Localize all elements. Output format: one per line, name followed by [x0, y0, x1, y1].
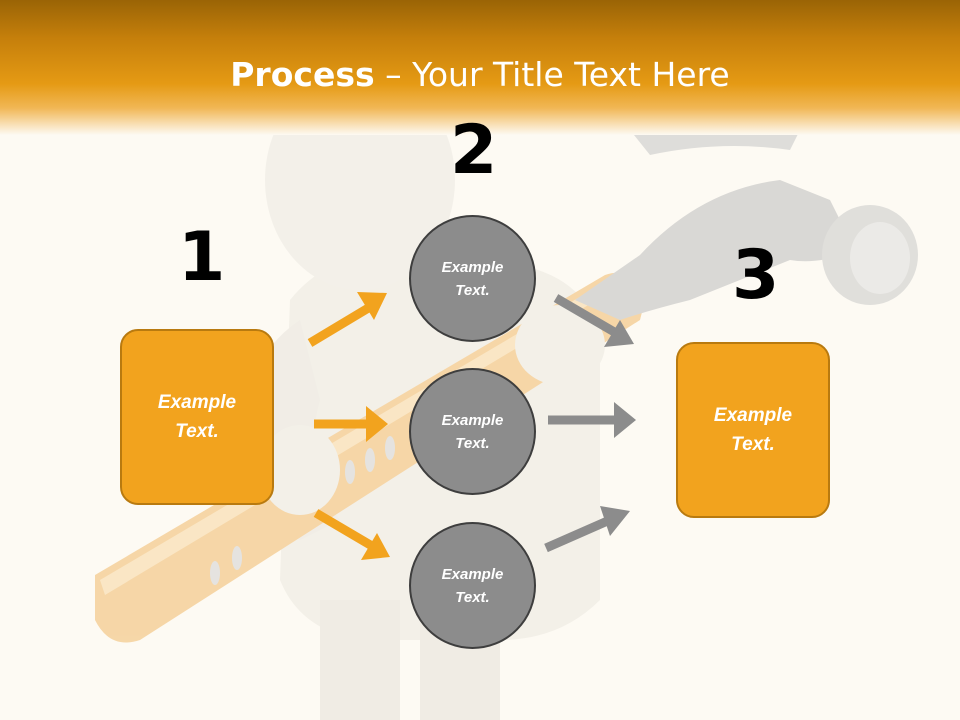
title-rest: – Your Title Text Here: [374, 55, 730, 94]
step-number-3: 3: [732, 236, 780, 315]
gray-arrow-down: [553, 294, 634, 347]
circle-middle: Example Text.: [409, 368, 536, 495]
step-number-2: 2: [450, 111, 498, 190]
left-box: Example Text.: [120, 329, 274, 505]
right-box-text: Example Text.: [713, 405, 793, 455]
orange-arrow-down: [313, 509, 390, 560]
circle-top: Example Text.: [409, 215, 536, 342]
slide-title: Process – Your Title Text Here: [0, 50, 960, 100]
step-number-1: 1: [178, 218, 226, 297]
title-bold: Process: [230, 55, 375, 94]
circle-bottom: Example Text.: [409, 522, 536, 649]
title-bar: [0, 0, 960, 135]
orange-arrow-right: [314, 406, 388, 442]
right-box: Example Text.: [676, 342, 830, 518]
gray-arrow-up: [544, 506, 630, 553]
orange-arrow-up: [307, 292, 387, 347]
circle-bottom-text: Example Text.: [441, 565, 504, 606]
left-box-text: Example Text.: [157, 392, 237, 442]
circle-middle-text: Example Text.: [441, 411, 504, 452]
circle-top-text: Example Text.: [441, 258, 504, 299]
gray-arrow-right: [548, 402, 636, 438]
